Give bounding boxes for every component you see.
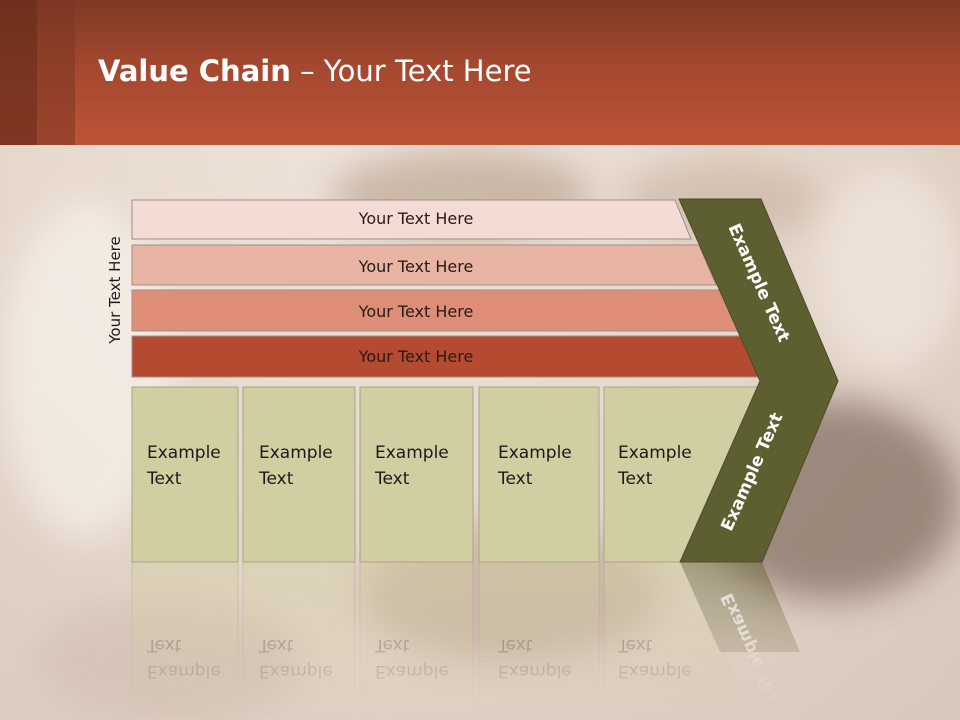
primary-column[interactable]: Example Text <box>242 386 356 563</box>
row-label: Your Text Here <box>358 347 474 366</box>
reflection-line2: Text <box>497 635 533 655</box>
column-label-line2: Text <box>374 469 410 489</box>
primary-column[interactable]: Example Text <box>131 386 239 563</box>
column-label-line1: Example <box>147 443 221 463</box>
support-row[interactable]: Your Text Here <box>131 199 692 240</box>
reflection-line2: Text <box>146 635 182 655</box>
row-label: Your Text Here <box>358 302 474 321</box>
column-box <box>242 386 356 563</box>
header-accent-stripe <box>0 0 37 145</box>
reflection-line1: Example <box>375 661 449 681</box>
row-band <box>131 199 692 240</box>
column-box <box>359 386 474 563</box>
column-box <box>478 386 600 563</box>
title-bold-part: Value Chain <box>98 54 291 88</box>
reflection-line2: Text <box>617 635 653 655</box>
reflection-line1: Example <box>259 661 333 681</box>
support-row[interactable]: Your Text Here <box>131 335 764 378</box>
reflection-line2: Text <box>374 635 410 655</box>
primary-column[interactable]: Example Text <box>603 386 761 563</box>
reflection-line1: Example <box>618 661 692 681</box>
column-box <box>131 386 239 563</box>
column-label-line2: Text <box>146 469 182 489</box>
column-label-line1: Example <box>498 443 572 463</box>
diagram-reflection: Text Example Text Example Text Example T… <box>131 561 800 720</box>
row-label: Your Text Here <box>358 257 474 276</box>
row-label: Your Text Here <box>358 209 474 228</box>
primary-column[interactable]: Example Text <box>478 386 600 563</box>
title-bar: Value Chain – Your Text Here <box>0 0 960 145</box>
reflection-line1: Example <box>147 661 221 681</box>
reflection-line1: Example <box>498 661 572 681</box>
column-label-line2: Text <box>497 469 533 489</box>
support-row[interactable]: Your Text Here <box>131 244 717 286</box>
support-row[interactable]: Your Text Here <box>131 289 740 332</box>
column-label-line1: Example <box>618 443 692 463</box>
primary-column[interactable]: Example Text <box>359 386 474 563</box>
header-accent-stripe <box>37 0 75 145</box>
column-label-line2: Text <box>617 469 653 489</box>
column-label-line1: Example <box>375 443 449 463</box>
reflection-line2: Text <box>258 635 294 655</box>
row-band <box>131 244 717 286</box>
column-label-line2: Text <box>258 469 294 489</box>
column-label-line1: Example <box>259 443 333 463</box>
title-rest-part: – Your Text Here <box>290 54 532 88</box>
slide-title[interactable]: Value Chain – Your Text Here <box>98 54 532 88</box>
